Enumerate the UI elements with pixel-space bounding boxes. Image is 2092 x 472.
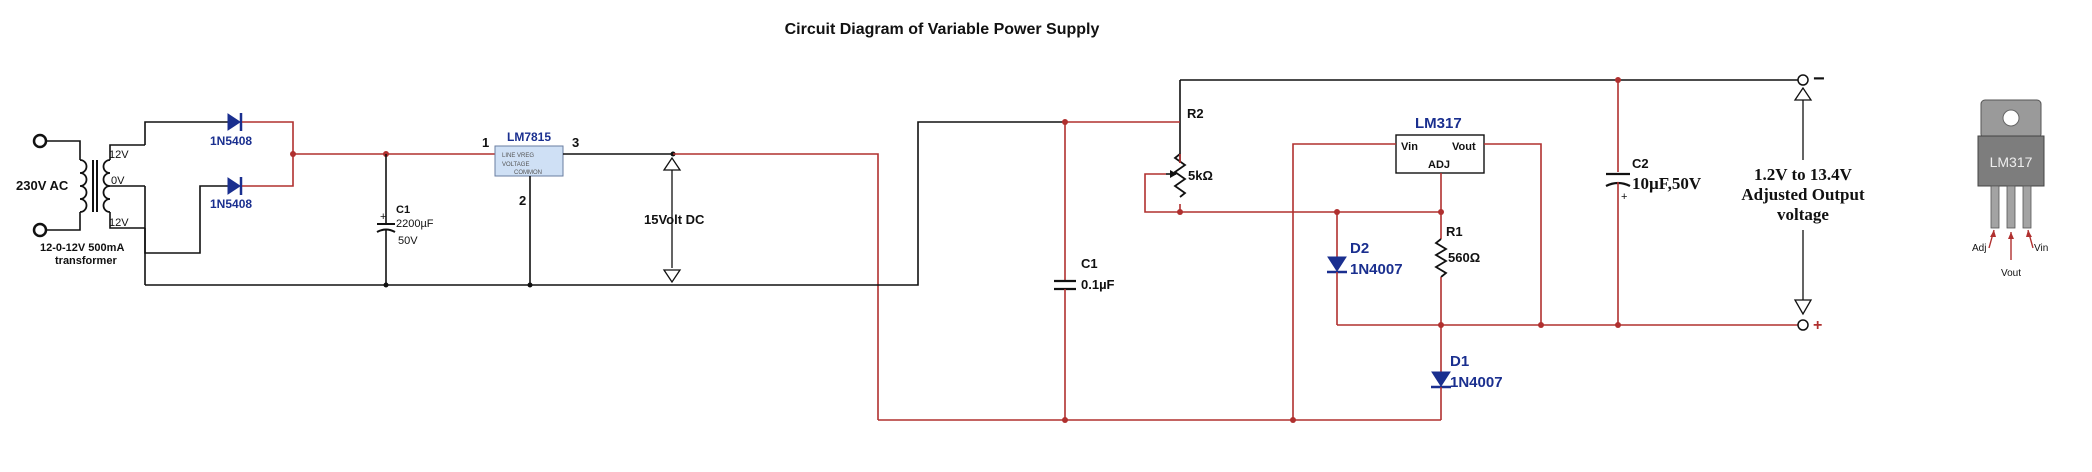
regulator-lm317: LM317 Vin Vout ADJ: [1395, 115, 1485, 174]
lm7815-pin1: 1: [482, 135, 489, 150]
transformer: 230V AC 12V 0V 12V 12-0-12V 500mA transf…: [16, 133, 145, 267]
capacitor-c2: + C2 10µF,50V: [1605, 156, 1702, 203]
d2-name: D2: [1350, 240, 1369, 257]
diode-d1: D1 1N4007: [1431, 325, 1503, 420]
filter-capacitor-c1: + C1 2200µF 50V: [376, 154, 434, 285]
lm317-package: LM317 Adj Vout Vin: [1972, 99, 2048, 279]
filter-cap-voltage: 50V: [398, 235, 418, 247]
primary-coil: [79, 159, 88, 213]
lm317-vin-label: Vin: [1401, 141, 1418, 153]
diode-1n5408-top: 1N5408: [210, 113, 252, 148]
pot-name: R2: [1187, 106, 1204, 121]
lm317-vout-label: Vout: [1452, 141, 1476, 153]
c2-value: 10µF,50V: [1632, 174, 1702, 193]
lm7815-label: LM7815: [507, 130, 551, 144]
potentiometer-r2: R2 5kΩ: [1144, 106, 1213, 213]
diagram-title: Circuit Diagram of Variable Power Supply: [785, 21, 1100, 38]
svg-text:+: +: [1621, 191, 1627, 203]
c2-name: C2: [1632, 156, 1649, 171]
lm7815-pin3: 3: [572, 135, 579, 150]
resistor-r1: R1 560Ω: [1434, 212, 1480, 325]
diode-d2: D2 1N4007: [1327, 212, 1403, 325]
resistor-value: 560Ω: [1448, 250, 1480, 265]
transformer-input-label: 230V AC: [16, 178, 69, 193]
output-voltage-indicator: 1.2V to 13.4V Adjusted Output voltage: [1741, 86, 1865, 316]
diode-1n5408-bottom: 1N5408: [210, 177, 252, 211]
package-pin-vout: Vout: [2001, 268, 2021, 279]
filter-cap-name: C1: [396, 204, 410, 216]
output-terminal-plus: [1797, 319, 1809, 331]
tap-top-label: 12V: [109, 149, 129, 161]
dc-voltage-label: 15Volt DC: [644, 212, 705, 227]
svg-text:LINE VREG: LINE VREG: [502, 153, 534, 159]
lm317-label: LM317: [1415, 115, 1462, 132]
output-range-label: 1.2V to 13.4V: [1754, 165, 1853, 184]
cap-c1b-value: 0.1µF: [1081, 277, 1115, 292]
transformer-name-label: transformer: [55, 255, 117, 267]
diode-top-label: 1N5408: [210, 134, 252, 148]
svg-text:VOLTAGE: VOLTAGE: [502, 162, 529, 168]
transformer-rating-label: 12-0-12V 500mA: [40, 242, 124, 254]
output-terminal-minus: [1797, 74, 1809, 86]
cap-c1b-name: C1: [1081, 256, 1098, 271]
lm317-adj-label: ADJ: [1428, 159, 1450, 171]
filter-cap-value: 2200µF: [396, 218, 434, 230]
resistor-name: R1: [1446, 224, 1463, 239]
pot-value: 5kΩ: [1188, 168, 1213, 183]
diode-bottom-label: 1N5408: [210, 197, 252, 211]
rectifier: 1N5408 1N5408: [144, 113, 294, 254]
package-pin-adj: Adj: [1972, 243, 1986, 254]
regulator-lm7815: LINE VREG VOLTAGE COMMON LM7815 1 2 3: [482, 130, 579, 208]
secondary-coil: [102, 159, 111, 213]
output-plus-label: +: [1813, 317, 1822, 334]
tap-bottom-label: 12V: [109, 217, 129, 229]
capacitor-c1-01uf: C1 0.1µF: [1054, 256, 1115, 292]
d1-name: D1: [1450, 353, 1469, 370]
output-voltage-label: voltage: [1777, 205, 1829, 224]
package-label: LM317: [1990, 154, 2033, 170]
ac-input-terminal-bottom: [32, 222, 48, 238]
dc-voltage-indicator: 15Volt DC: [644, 156, 705, 284]
ac-input-terminal-top: [32, 133, 48, 149]
output-adjusted-label: Adjusted Output: [1741, 185, 1865, 204]
output-minus-label: −: [1813, 68, 1825, 90]
svg-text:COMMON: COMMON: [514, 170, 542, 176]
tap-center-label: 0V: [111, 175, 125, 187]
package-pin-vin: Vin: [2034, 243, 2048, 254]
lm7815-pin2: 2: [519, 193, 526, 208]
d1-value: 1N4007: [1450, 374, 1503, 391]
d2-value: 1N4007: [1350, 261, 1403, 278]
svg-text:+: +: [380, 211, 386, 223]
